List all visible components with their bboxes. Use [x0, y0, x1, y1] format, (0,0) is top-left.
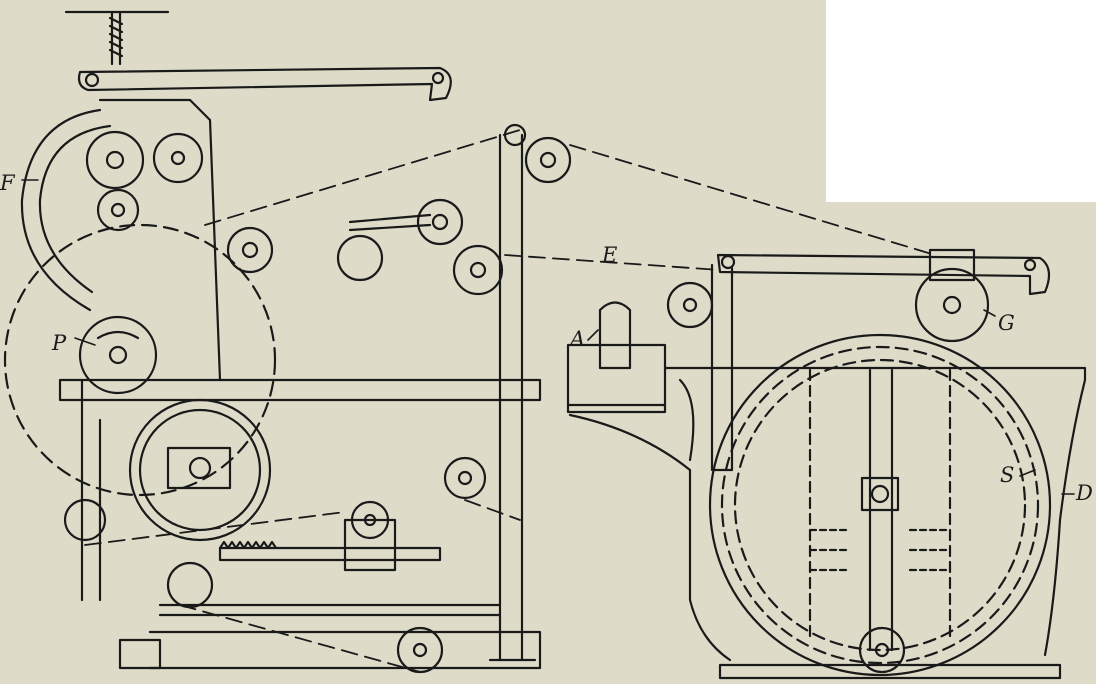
- drum-s: [708, 333, 1052, 677]
- lower-left-coil: [128, 398, 272, 542]
- feed-roller: [666, 281, 714, 329]
- label-g: G: [998, 311, 1015, 335]
- upper-lever-arm: [77, 66, 452, 102]
- top-roller-group: [85, 130, 204, 232]
- label-d: D: [1075, 481, 1093, 505]
- middle-roller-column: [226, 123, 572, 500]
- label-leaders: [21, 179, 1075, 495]
- roller-p: [78, 315, 158, 395]
- left-frame: [20, 98, 542, 602]
- label-s: S: [1000, 463, 1014, 487]
- rack-and-gear: [63, 498, 502, 674]
- handwheel-assembly: [64, 10, 170, 66]
- tank-lever: [710, 253, 1051, 472]
- dashed-drum-outline: [3, 223, 277, 497]
- label-f: F: [0, 171, 16, 195]
- label-p: P: [51, 331, 67, 355]
- machine-feet: [118, 630, 1062, 680]
- counterweight: [336, 213, 432, 282]
- label-e: E: [601, 243, 617, 267]
- blank-corner-region: [826, 0, 1096, 202]
- label-a: A: [568, 327, 585, 351]
- roller-g: [914, 248, 990, 343]
- tank-housing: [568, 366, 1087, 662]
- tray-a: [566, 301, 667, 414]
- center-column: [488, 133, 537, 662]
- belt-paths: [84, 129, 936, 673]
